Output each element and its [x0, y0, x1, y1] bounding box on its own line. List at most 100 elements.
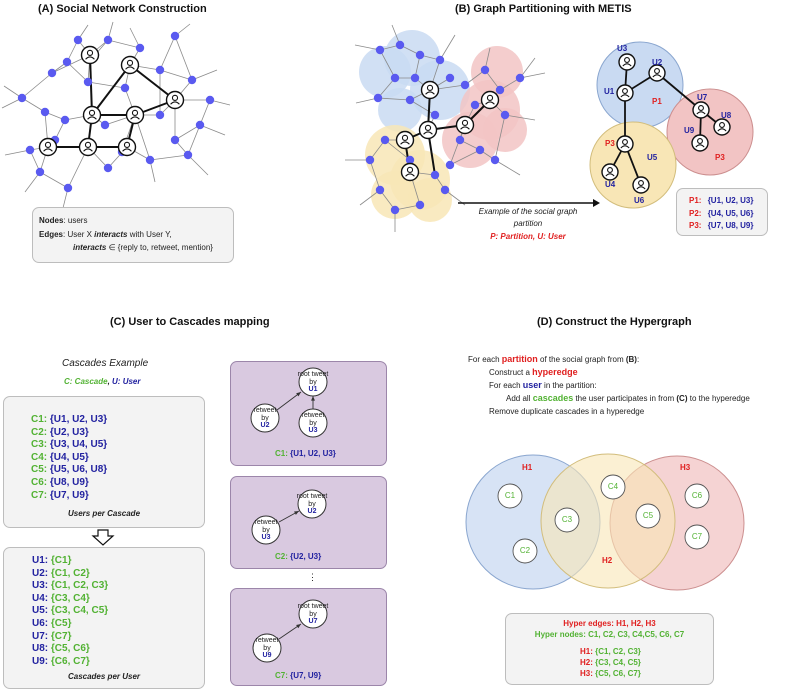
hyperedge-row: H2: {C3, C4, C5}	[580, 658, 641, 667]
user-icon	[125, 105, 145, 125]
users-per-cascade-caption: Users per Cascade	[67, 509, 141, 518]
user-label-u1: U1	[604, 87, 615, 96]
user-label-u9: U9	[684, 126, 695, 135]
user-node	[50, 135, 60, 145]
user-node	[90, 50, 100, 60]
user-node	[100, 120, 110, 130]
nodes-text: : users	[63, 216, 88, 225]
user-icon	[80, 45, 100, 65]
user-node	[390, 73, 400, 83]
user-node	[390, 205, 400, 215]
panel-a-title: (A) Social Network Construction	[38, 3, 207, 15]
user-node	[495, 85, 505, 95]
user-node	[120, 83, 130, 93]
hyper-edges-line: Hyper edges: H1, H2, H3	[563, 619, 656, 628]
hyperedge-label-h1: H1	[522, 463, 533, 472]
panel-c-title: (C) User to Cascades mapping	[110, 316, 270, 328]
arrow-down-outline-icon	[91, 529, 115, 546]
arrow-caption-2: partition	[513, 219, 543, 228]
user-node	[135, 43, 145, 53]
user-node	[145, 155, 155, 165]
cascade-row: C7: {U7, U9}	[31, 489, 89, 501]
user-node	[170, 135, 180, 145]
user-node	[103, 35, 113, 45]
cascade-row: C5: {U5, U6, U8}	[31, 464, 108, 476]
partition-label-2: P3	[605, 139, 615, 148]
panel-d-title: (D) Construct the Hypergraph	[537, 316, 692, 328]
user-icon	[82, 105, 102, 125]
cascades-example-title: Cascades Example	[62, 358, 149, 369]
user-row: U3: {C1, C2, C3}	[32, 580, 109, 592]
user-node	[375, 45, 385, 55]
user-node	[460, 80, 470, 90]
user-row: U9: {C6, C7}	[32, 655, 90, 667]
user-row: U1: {C1}	[32, 555, 72, 566]
partition-p3	[589, 121, 677, 209]
user-node	[187, 75, 197, 85]
panel-d-legend: Hyper edges: H1, H2, H3 Hyper nodes: C1,…	[505, 613, 714, 685]
user-node	[25, 145, 35, 155]
user-label-u4: U4	[605, 180, 616, 189]
user-icon	[418, 120, 438, 140]
ellipsis: ⋮	[308, 572, 317, 582]
panel-b-legend: P1: {U1, U2, U3}P2: {U4, U5, U6}P3: {U7,…	[676, 188, 768, 236]
hyperedge-label-h3: H3	[680, 463, 691, 472]
user-node	[470, 100, 480, 110]
partition-label-1: P1	[652, 97, 662, 106]
user-node	[60, 115, 70, 125]
edges-key: Edges	[39, 230, 64, 239]
hyperedge-label-h2: H2	[602, 556, 613, 565]
cascade-row: C2: {U2, U3}	[31, 426, 89, 438]
user-node	[62, 57, 72, 67]
user-node	[415, 50, 425, 60]
user-icon	[713, 118, 731, 136]
user-icon	[455, 115, 475, 135]
user-node	[455, 135, 465, 145]
user-label-u6: U6	[634, 196, 645, 205]
user-row: U4: {C3, C4}	[32, 592, 90, 604]
hypernode-label-c2: C2	[519, 546, 531, 555]
user-label-u3: U3	[617, 44, 628, 53]
user-row: U8: {C5, C6}	[32, 643, 90, 655]
partition-p1	[596, 41, 684, 129]
user-node	[195, 120, 205, 130]
user-icon	[165, 90, 185, 110]
users-per-cascade-box: C1: {U1, U2, U3}C2: {U2, U3}C3: {U3, U4,…	[3, 396, 205, 528]
user-label-u5: U5	[647, 153, 658, 162]
user-icon	[117, 137, 137, 157]
user-node	[405, 95, 415, 105]
user-node	[365, 155, 375, 165]
hypernode-label-c7: C7	[691, 532, 703, 541]
panel-b-title: (B) Graph Partitioning with METIS	[455, 3, 632, 15]
user-node	[440, 185, 450, 195]
user-icon	[480, 90, 500, 110]
user-node	[17, 93, 27, 103]
user-icon	[632, 176, 650, 194]
hyper-nodes-line: Hyper nodes: C1, C2, C3, C4,C5, C6, C7	[534, 630, 685, 639]
hyperedge-row: H3: {C5, C6, C7}	[580, 669, 641, 678]
user-node	[490, 155, 500, 165]
user-row: U7: {C7}	[32, 630, 72, 642]
user-node	[405, 155, 415, 165]
arrow-caption-1: Example of the social graph	[478, 207, 578, 216]
hyperedge-row: H1: {C1, C2, C3}	[580, 647, 641, 656]
user-node	[373, 93, 383, 103]
cascades-example-legend: C: Cascade, U: User	[64, 377, 141, 386]
user-node	[415, 200, 425, 210]
user-node	[35, 167, 45, 177]
user-node	[430, 170, 440, 180]
user-node	[445, 73, 455, 83]
partition-label-3: P3	[715, 153, 725, 162]
nodes-key: Nodes	[39, 216, 64, 225]
hypernode-label-c3: C3	[561, 515, 573, 524]
cascade-tree-caption: C1: {U1, U2, U3}	[275, 449, 336, 458]
user-label-u7: U7	[697, 93, 708, 102]
user-icon	[618, 53, 636, 71]
user-node	[73, 35, 83, 45]
user-row: U6: {C5}	[32, 617, 72, 629]
hyperedge-h1	[465, 454, 601, 590]
user-node	[445, 160, 455, 170]
